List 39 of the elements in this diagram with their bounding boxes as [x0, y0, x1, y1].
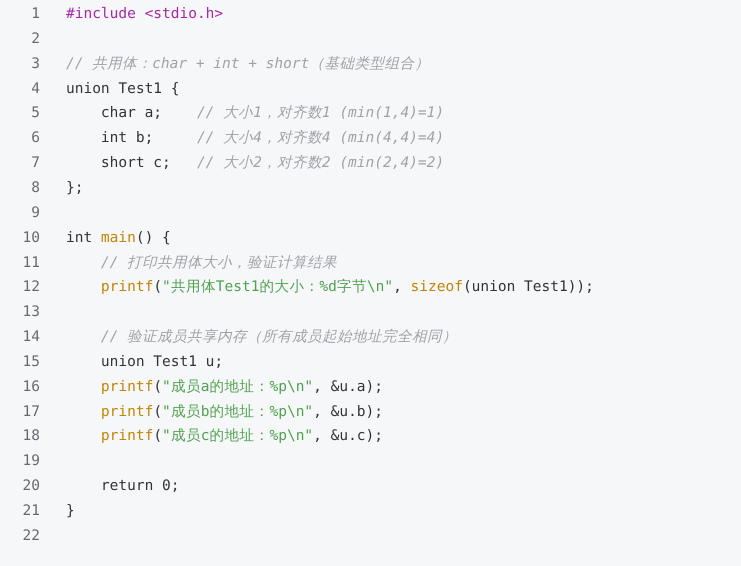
line-number: 4 — [30, 80, 40, 99]
line-number: 7 — [30, 154, 40, 174]
code-line: short c; // 大小2，对齐数2 (min(2,4)=2) — [100, 154, 444, 174]
line-number: 12 — [22, 278, 40, 298]
line-number: 3 — [30, 54, 40, 74]
code-line: // 共用体：char + int + short（基础类型组合） — [66, 54, 430, 74]
code-line: union Test1 { — [66, 80, 180, 99]
line-number: 15 — [22, 352, 40, 372]
code-line: printf("成员c的地址：%p\n", &u.c); — [100, 427, 383, 446]
code-line: union Test1 u; — [100, 352, 224, 372]
line-number: 5 — [30, 104, 40, 124]
code-line: return 0; — [100, 477, 180, 496]
code-line: printf("共用体Test1的大小：%d字节\n", sizeof(union Test1)); — [100, 278, 594, 298]
code-line: printf("成员b的地址：%p\n", &u.b); — [100, 402, 383, 422]
line-number: 11 — [22, 254, 40, 272]
line-number: 6 — [30, 129, 40, 148]
code-line: #include <stdio.h> — [66, 5, 224, 24]
line-number: 14 — [22, 328, 40, 348]
code-line: printf("成员a的地址：%p\n", &u.a); — [100, 378, 383, 397]
line-number: 16 — [22, 378, 40, 397]
code-line: } — [66, 502, 75, 521]
line-number: 8 — [30, 178, 40, 198]
line-number: 18 — [22, 427, 40, 446]
code-line: // 验证成员共享内存（所有成员起始地址完全相同） — [100, 328, 458, 348]
line-number: 9 — [30, 204, 40, 223]
line-number: 10 — [22, 228, 40, 248]
code-line: int b; // 大小4，对齐数4 (min(4,4)=4) — [100, 129, 444, 148]
line-number: 17 — [22, 402, 40, 422]
code-line: // 打印共用体大小，验证计算结果 — [100, 254, 338, 272]
line-number: 13 — [22, 303, 40, 322]
line-number: 20 — [22, 477, 40, 496]
line-number: 22 — [22, 526, 40, 546]
code-line: int main() { — [66, 228, 171, 248]
line-number: 19 — [22, 452, 40, 472]
line-number: 1 — [30, 5, 40, 24]
code-line: char a; // 大小1，对齐数1 (min(1,4)=1) — [100, 104, 444, 124]
code-line: }; — [66, 178, 84, 198]
line-number: 21 — [22, 502, 40, 521]
line-number: 2 — [30, 30, 40, 49]
